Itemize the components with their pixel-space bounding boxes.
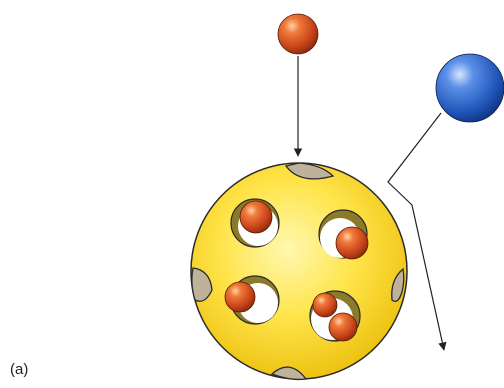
large-sphere [435,53,504,123]
pore-top-right [318,209,369,260]
trapped-sphere [335,226,369,260]
sieve-body [190,162,408,381]
pore-top-left [230,198,280,248]
trapped-sphere [312,292,338,318]
trapped-sphere [328,312,358,342]
trapped-sphere [239,200,273,234]
pore-bottom-right [309,290,361,342]
trapped-sphere [224,281,256,313]
small-sphere [277,13,319,55]
pore-bottom-left [224,275,280,325]
edge-notches [191,162,405,381]
panel-label: (a) [10,361,29,378]
large-sphere-arrow [387,112,447,351]
